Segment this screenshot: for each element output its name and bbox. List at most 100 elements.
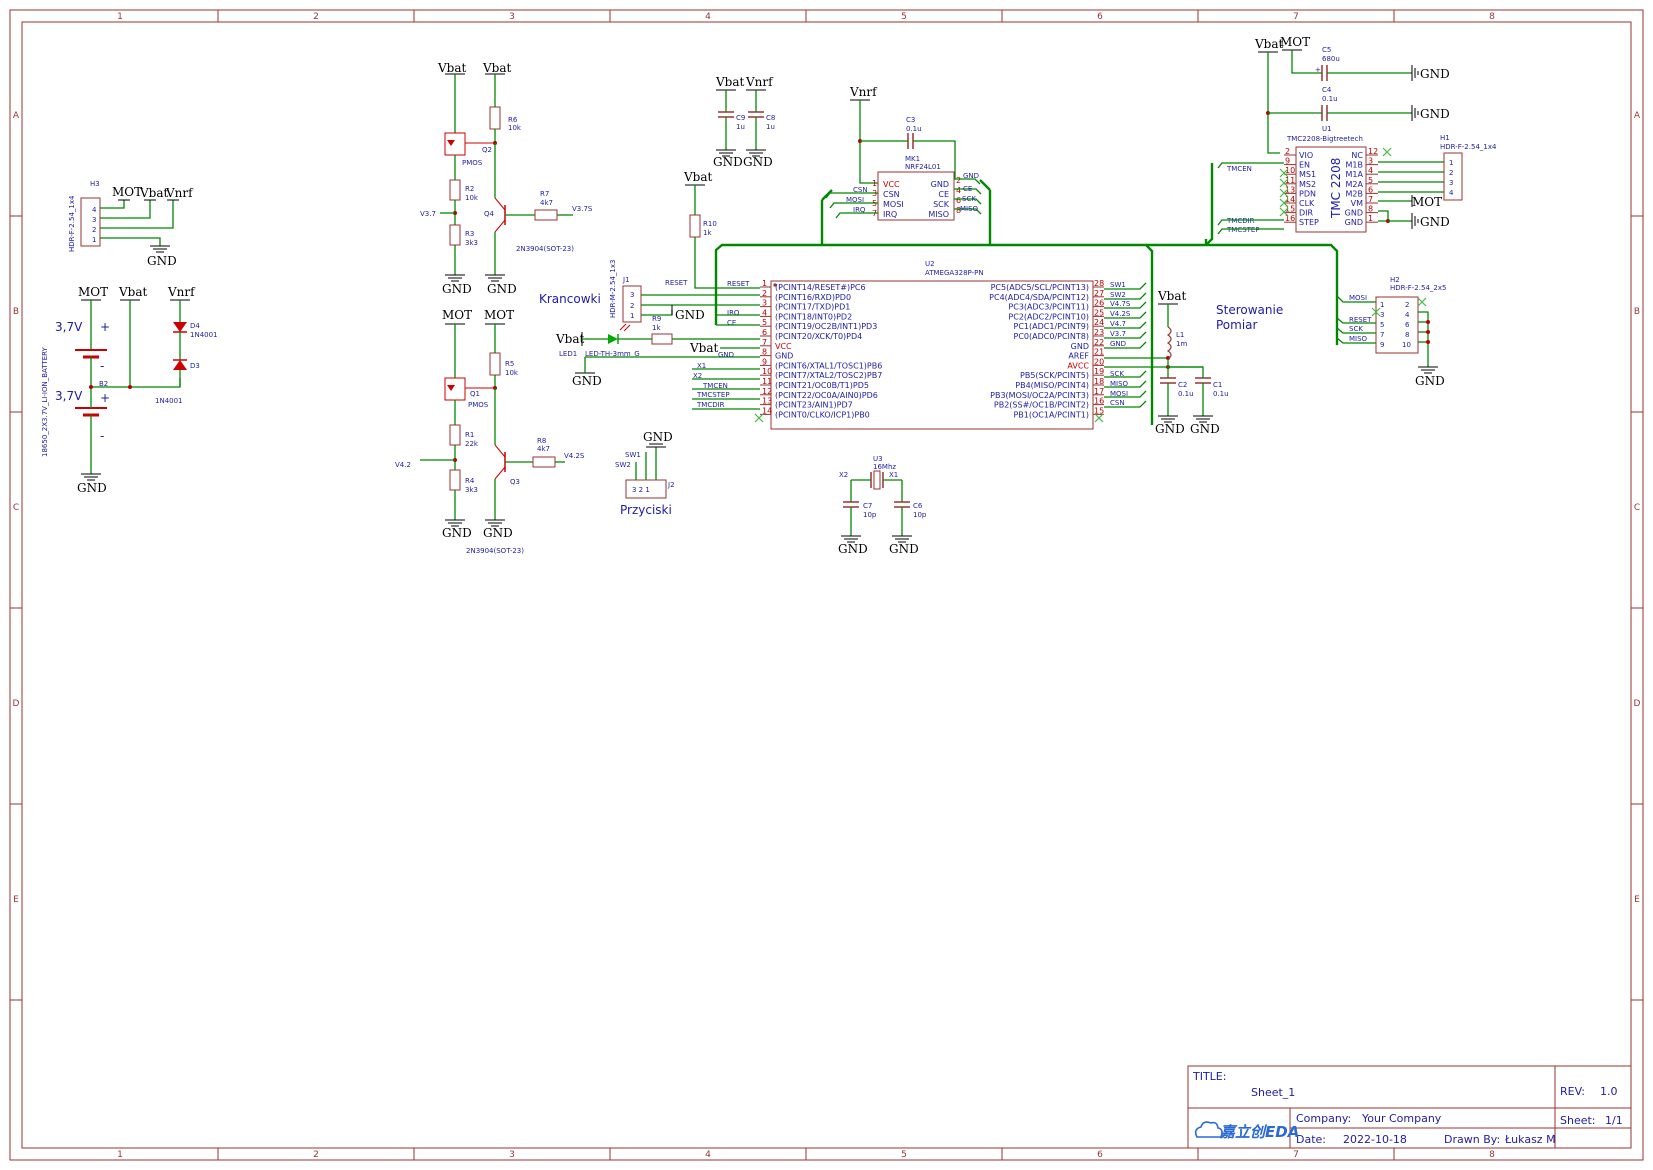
crystal-u3: U3 16Mhz X2 X1 C7 10p C6 10p GND GND (838, 455, 927, 556)
u2-pin-number: 15 (1094, 406, 1104, 415)
power-gnd: GND (147, 254, 177, 268)
u2-left-pins: 1(PCINT14/RESET#)PC62(PCINT16/RXD)PD03(P… (760, 279, 882, 419)
row-label: B (13, 307, 19, 317)
net-x2: X2 (839, 471, 848, 479)
u2-pin-number: 4 (762, 308, 767, 317)
u3-ref: U3 (873, 455, 883, 463)
u2-pin-number: 5 (762, 318, 767, 327)
u2-ref: U2 (925, 260, 935, 268)
h3-pin: 3 (92, 216, 96, 224)
u2-pin-label: PC2(ADC2/PCINT10) (1008, 312, 1089, 321)
power-gnd: GND (442, 526, 472, 540)
power-vnrf: Vnrf (745, 75, 774, 89)
net-tmcstep: TMCSTEP (696, 391, 730, 399)
u1-pin-number: 5 (1368, 176, 1373, 185)
u1-pin-number: 3 (1368, 157, 1373, 166)
c6-ref: C6 (913, 502, 923, 510)
power-gnd: GND (1420, 107, 1450, 121)
power-gnd: GND (442, 282, 472, 296)
c2-val: 0.1u (1178, 390, 1194, 398)
power-gnd: GND (889, 542, 919, 556)
note-sterowanie: Sterowanie (1216, 303, 1283, 317)
j1-pin: 1 (630, 312, 634, 320)
power-gnd: GND (713, 155, 743, 169)
sheet-title: Sheet_1 (1251, 1086, 1295, 1099)
col-label: 6 (1097, 1150, 1103, 1160)
row-label: D (1634, 699, 1641, 709)
u1-pin-label: STEP (1299, 218, 1319, 227)
c7-ref: C7 (863, 502, 872, 510)
u1-pin-number: 13 (1285, 185, 1295, 194)
col-label: 5 (901, 12, 907, 22)
c4-val: 0.1u (1322, 95, 1338, 103)
power-vbat: Vbat (437, 61, 467, 75)
power-gnd: GND (77, 481, 107, 495)
diode-block: Vbat Vnrf D4 1N4001 D3 1N4001 (118, 285, 218, 405)
u2-pin-label: (PCINT6/XTAL1/TOSC1)PB6 (775, 361, 882, 370)
net-gnd: GND (1110, 340, 1126, 348)
u1-pin-number: 15 (1285, 205, 1295, 214)
r5-val: 10k (505, 369, 519, 377)
h2-ref: H2 (1390, 276, 1400, 284)
power-vbat: Vbat (139, 186, 169, 200)
col-label: 6 (1097, 12, 1103, 22)
h2-pin: 4 (1405, 311, 1410, 319)
u2-pin-number: 18 (1094, 377, 1104, 386)
power-gnd: GND (483, 526, 513, 540)
power-gnd: GND (675, 308, 705, 322)
power-vbat: Vbat (555, 332, 585, 346)
r2-ref: R2 (465, 185, 474, 193)
u1-pin-label: CLK (1299, 199, 1315, 208)
r6-ref: R6 (508, 116, 518, 124)
q2-ref: Q2 (482, 146, 492, 154)
d4-ref: D4 (190, 322, 200, 330)
power-gnd: GND (1155, 422, 1185, 436)
power-gnd: GND (1420, 67, 1450, 81)
u2-pin-label: PC0(ADC0/PCINT8) (1014, 332, 1089, 341)
u2-pin-label: (PCINT20/XCK/T0)PD4 (775, 332, 862, 341)
r1-ref: R1 (465, 431, 474, 439)
col-label: 5 (901, 1150, 907, 1160)
c1-ref: C1 (1213, 381, 1222, 389)
power-vbat: Vbat (715, 75, 745, 89)
col-label: 2 (313, 1150, 319, 1160)
c1-val: 0.1u (1213, 390, 1229, 398)
switch-block-v42: MOT MOT R5 10k Q1 PMOS R1 22k V4.2 R4 3k… (395, 308, 585, 555)
sheet-frame: 1 2 3 4 5 6 7 8 1 2 3 4 5 6 7 8 A B C D … (9, 9, 1644, 1161)
u2-pin-number: 21 (1094, 348, 1104, 357)
sheet-number: 1/1 (1605, 1114, 1623, 1127)
net-tmcdir: TMCDIR (696, 401, 725, 409)
r9-val: 1k (652, 324, 661, 332)
row-label: A (13, 111, 20, 121)
h2-pin: 7 (1380, 331, 1384, 339)
u2-pin-label: (PCINT14/RESET#)PC6 (775, 283, 866, 292)
signal-bus (714, 163, 1339, 425)
mk1-pin-num: 1 (872, 179, 877, 188)
q1-ref: Q1 (470, 390, 480, 398)
row-label: C (1634, 503, 1640, 513)
net-v37: V3.7 (420, 210, 436, 218)
reset-pullup-r10: Vbat R10 1k RESET RESET (665, 170, 760, 289)
h3-pin: 2 (92, 226, 96, 234)
h1-ref: H1 (1440, 134, 1450, 142)
battery-plus: + (100, 320, 110, 334)
u1-pin-number: 9 (1285, 157, 1290, 166)
c9-val: 1u (736, 123, 745, 131)
mk1-ref: MK1 (905, 155, 920, 163)
company-value: Your Company (1361, 1112, 1442, 1125)
net-sw1: SW1 (1110, 281, 1126, 289)
c3-val: 0.1u (906, 125, 922, 133)
col-label: 8 (1489, 1150, 1495, 1160)
col-label: 3 (509, 12, 515, 22)
u2-pin-label: PC5(ADC5/SCL/PCINT13) (991, 283, 1089, 292)
battery-plus: + (100, 391, 110, 405)
j2-pins: 3 2 1 (632, 486, 650, 494)
mk1-pin-num: 4 (956, 186, 961, 195)
j1-pin: 2 (630, 302, 634, 310)
mk1-pin-ce: CE (938, 190, 949, 199)
u1-pin-number: 2 (1285, 147, 1290, 156)
u1-pin-number: 10 (1285, 166, 1295, 175)
power-vbat: Vbat (482, 61, 512, 75)
u2-part: ATMEGA328P-PN (925, 269, 984, 277)
mk1-pin-csn: CSN (883, 190, 900, 199)
